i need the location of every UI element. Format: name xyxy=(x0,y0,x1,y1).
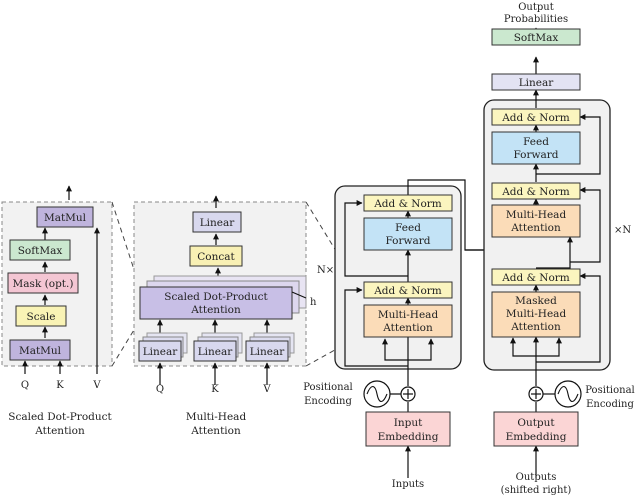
encoder-embedding-line2: Embedding xyxy=(378,431,439,443)
mha-linear-q-label: Linear xyxy=(143,346,179,358)
encoder-feed-forward xyxy=(363,217,453,251)
decoder-positional-line2: Encoding xyxy=(586,399,634,410)
decoder-feed-forward xyxy=(491,131,581,165)
sdpa-mask xyxy=(7,272,79,294)
encoder-feed-forward-line2: Forward xyxy=(385,235,430,247)
mha-sdpa-label-line1: Scaled Dot-Product xyxy=(164,291,268,303)
sdpa-matmul-bottom-label: MatMul xyxy=(19,345,62,357)
mha-linear-k xyxy=(193,340,237,362)
sdpa-scale-label: Scale xyxy=(27,311,56,323)
mha-concat xyxy=(189,245,243,267)
encoder-embedding-line1: Input xyxy=(394,417,423,429)
encoder-attention-line2: Attention xyxy=(382,322,433,334)
encoder-nx-label: N× xyxy=(317,265,334,276)
sdpa-caption-line2: Attention xyxy=(34,425,85,437)
sdpa-softmax-label: SoftMax xyxy=(18,245,63,257)
sdpa-matmul-top xyxy=(36,206,94,228)
decoder-add-norm-bottom-label: Add & Norm xyxy=(501,272,570,284)
encoder-sine-path xyxy=(366,385,388,403)
decoder-masked-attention xyxy=(491,291,581,338)
encoder-positional-line1: Positional xyxy=(303,382,353,393)
decoder-output-embedding xyxy=(493,411,579,447)
decoder-outputs-line2: (shifted right) xyxy=(501,485,572,496)
encoder-inputs-label: Inputs xyxy=(392,479,424,490)
mha-linear-top-label: Linear xyxy=(200,217,236,229)
decoder-sine-path xyxy=(557,385,579,403)
decoder-add-norm-top xyxy=(491,108,581,126)
encoder-block xyxy=(334,185,462,370)
mha-concat-label: Concat xyxy=(197,251,235,263)
decoder-output-probs-line2: Probabilities xyxy=(504,14,568,25)
mha-linear-v-label: Linear xyxy=(250,346,286,358)
encoder-attention xyxy=(363,304,453,338)
mha-sdpa-label-line2: Attention xyxy=(190,304,241,316)
decoder-add-norm-mid xyxy=(491,182,581,200)
decoder-linear-label: Linear xyxy=(519,77,555,89)
encoder-add-norm-bottom-label: Add & Norm xyxy=(373,285,442,297)
decoder-softmax xyxy=(491,28,581,46)
mha-flow xyxy=(157,195,270,385)
decoder-output-probs-line1: Output xyxy=(518,2,554,13)
sdpa-input-v: V xyxy=(92,380,101,391)
mha-linear-top xyxy=(192,211,242,233)
encoder-add-norm-top xyxy=(363,194,453,212)
sdpa-input-q: Q xyxy=(21,380,29,391)
decoder-masked-line2: Multi-Head xyxy=(506,308,567,320)
decoder-attention xyxy=(491,204,581,238)
encoder-feed-forward-line1: Feed xyxy=(395,222,421,234)
decoder-add-norm-top-label: Add & Norm xyxy=(501,112,570,124)
mha-linear-q xyxy=(138,340,182,362)
decoder-attention-line2: Attention xyxy=(510,222,561,234)
sdpa-matmul-top-label: MatMul xyxy=(44,212,87,224)
encoder-input-embedding xyxy=(365,411,451,447)
decoder-add-norm-bottom xyxy=(491,268,581,286)
decoder-linear xyxy=(491,73,581,91)
sdpa-flow xyxy=(22,185,100,374)
decoder-masked-line3: Attention xyxy=(510,321,561,333)
mha-sdpa xyxy=(139,286,293,320)
decoder-embedding-line1: Output xyxy=(517,417,555,429)
decoder-feed-forward-line2: Forward xyxy=(513,149,558,161)
sdpa-caption-line1: Scaled Dot-Product xyxy=(8,411,112,423)
mha-h-pointer xyxy=(291,291,307,299)
sdpa-softmax xyxy=(9,239,71,261)
decoder-positional-line1: Positional xyxy=(585,385,635,396)
decoder-feed-forward-line1: Feed xyxy=(523,136,549,148)
mha-caption-line2: Attention xyxy=(190,425,241,437)
sdpa-mask-label: Mask (opt.) xyxy=(13,278,74,290)
mha-input-k: K xyxy=(211,384,219,395)
zoom-line-mha-bottom xyxy=(305,335,361,367)
decoder-outputs-line1: Outputs xyxy=(516,472,557,483)
decoder-xn-label: ×N xyxy=(614,225,631,236)
encoder-add-norm-top-label: Add & Norm xyxy=(373,198,442,210)
mha-h-label: h xyxy=(310,297,317,308)
encoder-positional-line2: Encoding xyxy=(304,396,352,407)
decoder-embedding-line2: Embedding xyxy=(506,431,567,443)
encoder-add-norm-bottom xyxy=(363,281,453,299)
mha-input-v: V xyxy=(262,384,271,395)
mha-linear-k-label: Linear xyxy=(198,346,234,358)
decoder-add-norm-mid-label: Add & Norm xyxy=(501,186,570,198)
decoder-attention-line1: Multi-Head xyxy=(506,209,567,221)
mha-linear-v xyxy=(245,340,289,362)
mha-caption-line1: Multi-Head xyxy=(186,411,247,423)
decoder-softmax-label: SoftMax xyxy=(514,32,559,44)
sdpa-scale xyxy=(15,305,67,327)
decoder-masked-line1: Masked xyxy=(515,295,557,307)
sdpa-matmul-bottom xyxy=(9,339,71,361)
sdpa-input-k: K xyxy=(56,380,64,391)
encoder-attention-line1: Multi-Head xyxy=(378,309,439,321)
mha-input-q: Q xyxy=(156,384,164,395)
